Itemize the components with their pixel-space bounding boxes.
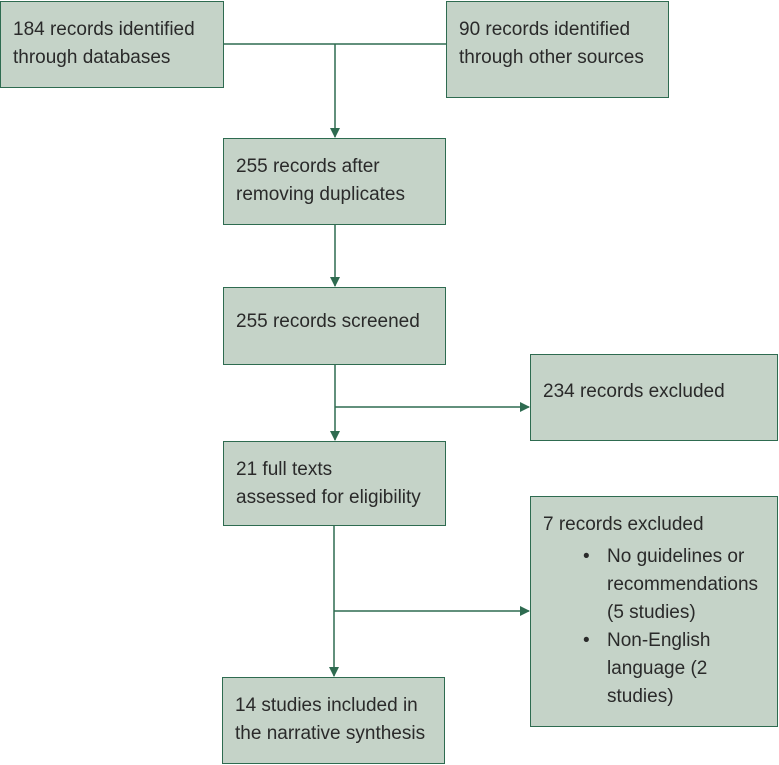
box-full-texts-assessed: 21 full texts assessed for eligibility	[223, 441, 446, 526]
box-studies-included: 14 studies included in the narrative syn…	[222, 677, 445, 764]
box-text-line: 184 records identified	[13, 19, 195, 40]
box-text-line: through other sources	[459, 47, 644, 68]
box-excluded-fulltext: 7 records excluded • No guidelines or re…	[530, 496, 778, 727]
box-after-duplicates: 255 records after removing duplicates	[223, 138, 446, 225]
box-text-line: 255 records screened	[236, 311, 420, 332]
box-text-line: 90 records identified	[459, 19, 631, 40]
bullet-icon: •	[583, 546, 590, 567]
reason-text-line: recommendations	[607, 574, 759, 595]
box-text-line: 234 records excluded	[543, 381, 725, 402]
exclusion-reason-item: • No guidelines or recommendations (5 st…	[543, 543, 765, 627]
box-records-databases: 184 records identified through databases	[0, 1, 224, 88]
box-excluded-screening: 234 records excluded	[530, 354, 778, 441]
box-text-line: removing duplicates	[236, 184, 405, 205]
reason-text-line: (5 studies)	[607, 602, 696, 623]
bullet-icon: •	[583, 630, 590, 651]
box-records-screened: 255 records screened	[223, 287, 446, 365]
reason-text-line: No guidelines or	[607, 546, 745, 567]
exclusion-reason-item: • Non-English language (2 studies)	[543, 627, 765, 711]
box-text-line: 21 full texts	[236, 459, 333, 480]
box-text-line: 255 records after	[236, 156, 380, 177]
box-text-line: the narrative synthesis	[235, 723, 426, 744]
exclusion-reasons-list: • No guidelines or recommendations (5 st…	[543, 543, 765, 711]
box-text-line: assessed for eligibility	[236, 487, 421, 508]
box-title: 7 records excluded	[543, 514, 704, 535]
reason-text-line: Non-English	[607, 630, 711, 651]
box-records-other-sources: 90 records identified through other sour…	[446, 1, 669, 98]
box-text-line: 14 studies included in	[235, 695, 418, 716]
reason-text-line: studies)	[607, 686, 674, 707]
reason-text-line: language (2	[607, 658, 708, 679]
box-text-line: through databases	[13, 47, 171, 68]
